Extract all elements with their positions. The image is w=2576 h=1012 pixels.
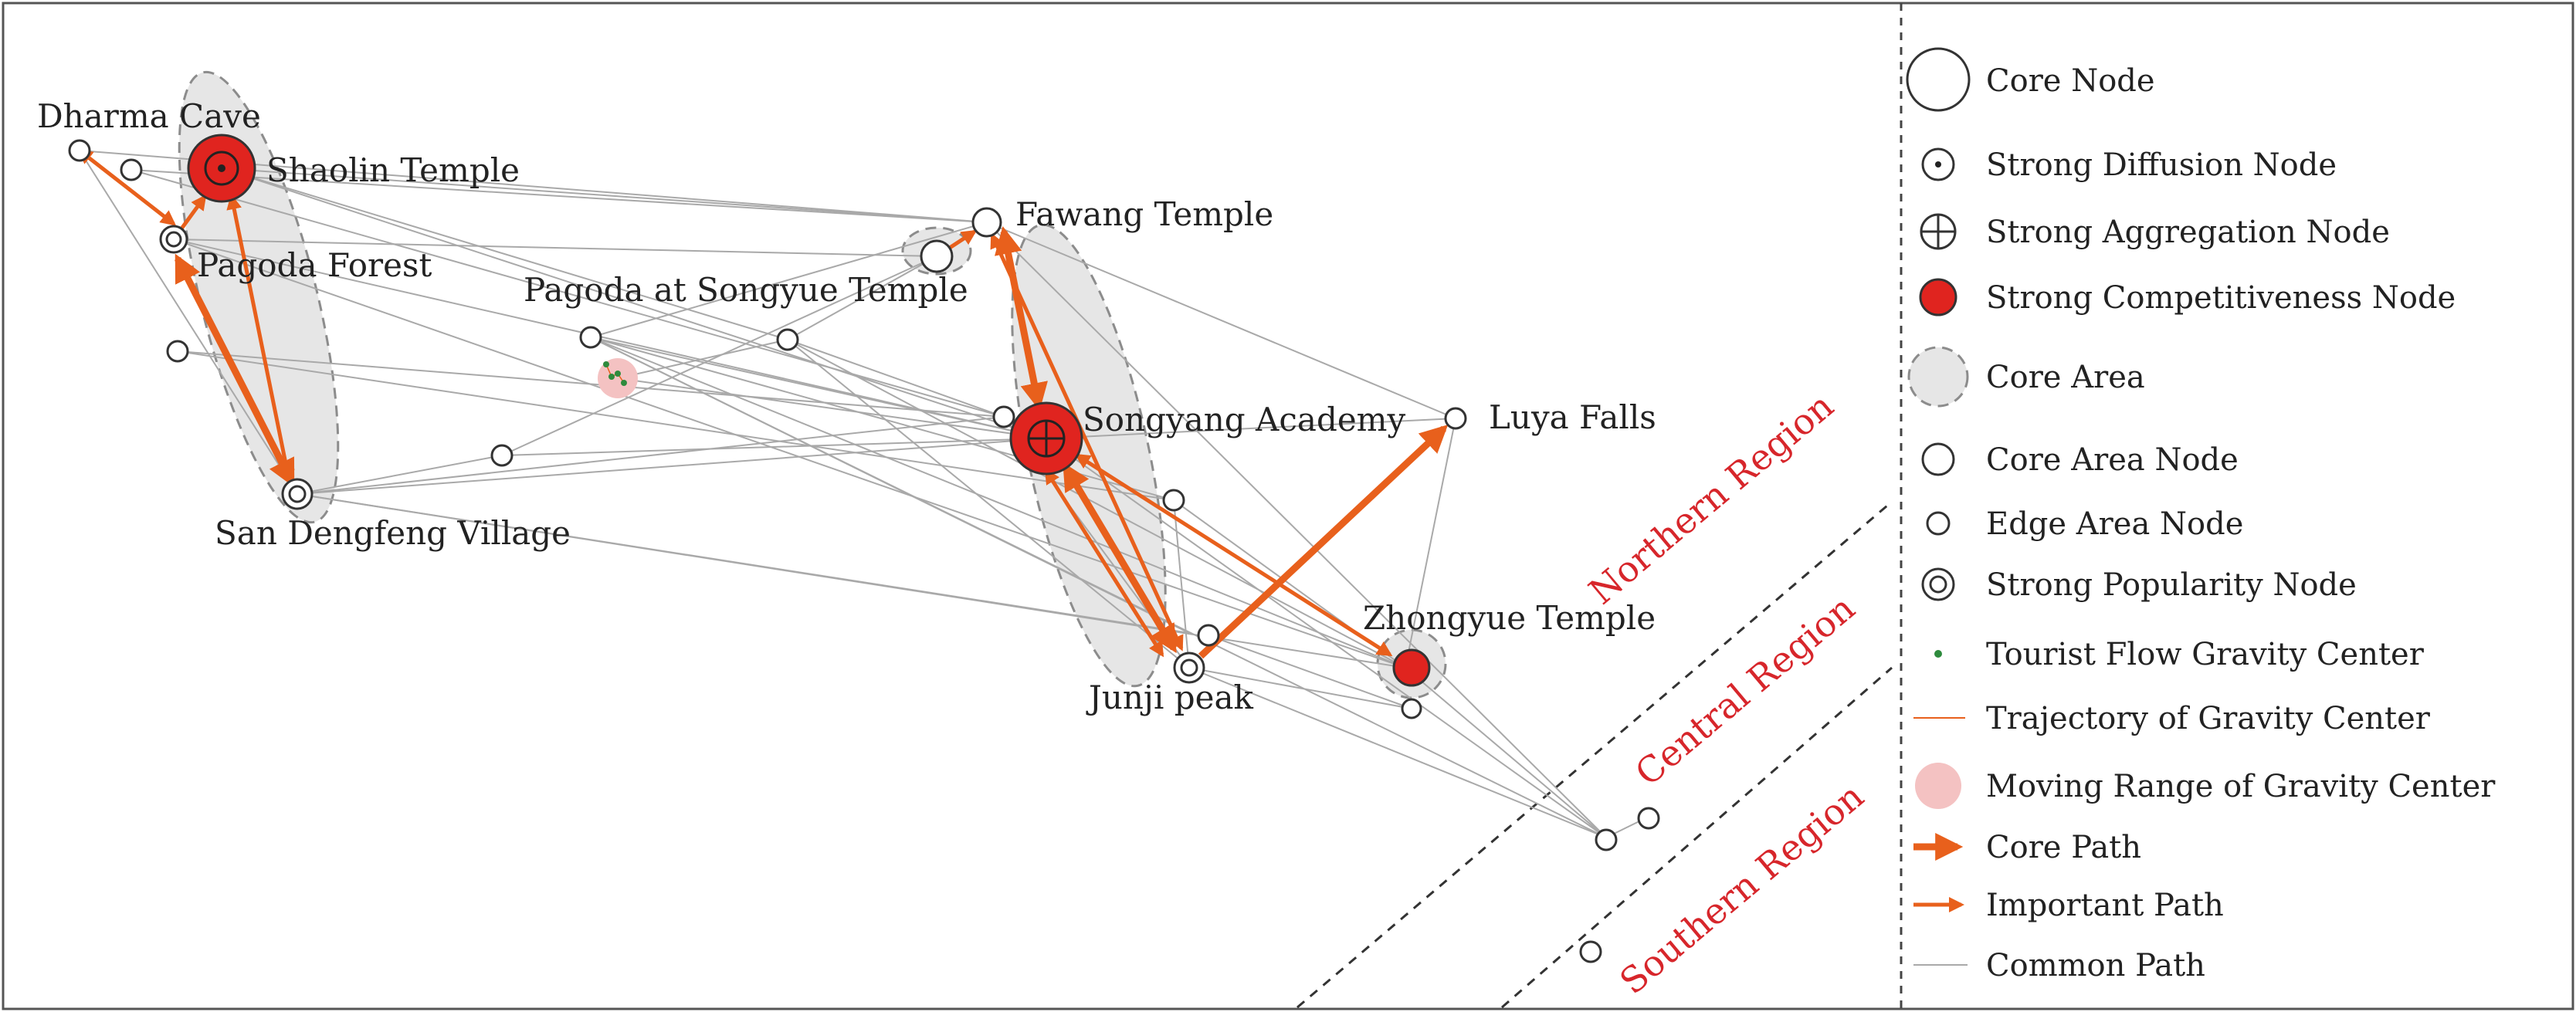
core-path	[1198, 425, 1449, 659]
label-pagoda-at-songyue-temple: Pagoda at Songyue Temple	[524, 271, 968, 309]
legend-edge-area-node: Edge Area Node	[1986, 506, 2243, 542]
important-path	[76, 148, 177, 226]
node-san-dengfeng-village	[281, 478, 314, 510]
label-fawang-temple: Fawang Temple	[1015, 195, 1273, 233]
core-path	[174, 253, 296, 488]
important-path	[1074, 453, 1393, 657]
node-edge	[992, 405, 1015, 428]
node-shaolin-temple	[187, 134, 256, 203]
node-edge	[1595, 828, 1618, 851]
legend-gravity-center-icon	[1934, 650, 1942, 658]
label-zhongyue-temple: Zhongyue Temple	[1363, 599, 1656, 637]
node-zhongyue-temple	[1392, 648, 1431, 687]
node-junji-peak	[1173, 652, 1205, 684]
legend-core-node-icon	[1906, 47, 1971, 112]
node-luya-falls	[1444, 407, 1467, 430]
legend-trajectory: Trajectory of Gravity Center	[1986, 701, 2431, 736]
legend-edge-area-node-icon	[1926, 511, 1951, 536]
label-pagoda-forest: Pagoda Forest	[197, 246, 432, 284]
legend-core-area-node: Core Area Node	[1986, 442, 2239, 478]
legend-core-node: Core Node	[1986, 63, 2155, 99]
node-labels: Dharma Cave Shaolin Temple Pagoda Forest…	[37, 97, 1656, 716]
node-pagoda-at-songyue-temple	[579, 326, 602, 349]
region-boundary-central-south	[1501, 666, 1893, 1009]
legend-common-path: Common Path	[1986, 948, 2205, 983]
node-edge	[120, 158, 143, 181]
node-core-area	[920, 239, 954, 273]
node-edge	[166, 340, 189, 363]
node-edge	[776, 328, 799, 351]
legend-gravity-center: Tourist Flow Gravity Center	[1986, 637, 2425, 672]
node-edge	[1162, 489, 1185, 512]
gravity-center-point	[603, 361, 609, 367]
legend-strong-popularity: Strong Popularity Node	[1986, 567, 2357, 603]
node-dharma-cave	[68, 139, 91, 162]
legend-core-area-icon	[1907, 346, 1969, 408]
label-san-dengfeng-village: San Dengfeng Village	[215, 514, 571, 552]
label-junji-peak: Junji peak	[1086, 679, 1254, 716]
node-edge	[1401, 698, 1422, 719]
legend-strong-popularity-icon	[1921, 567, 1955, 601]
label-dharma-cave: Dharma Cave	[37, 97, 261, 135]
region-boundary-north-central	[1296, 500, 1893, 1009]
legend-important-path: Important Path	[1986, 888, 2224, 923]
label-luya-falls: Luya Falls	[1489, 398, 1656, 436]
strong-paths	[76, 148, 1449, 659]
nodes	[68, 134, 1660, 963]
node-pagoda-forest	[159, 225, 188, 254]
label-shaolin-temple: Shaolin Temple	[266, 151, 520, 189]
legend: Core Node Strong Diffusion Node Strong A…	[1906, 47, 2496, 983]
legend-strong-aggregation: Strong Aggregation Node	[1986, 215, 2390, 250]
legend-core-area: Core Area	[1986, 360, 2145, 395]
node-edge	[1197, 624, 1220, 647]
node-edge	[1579, 940, 1602, 963]
gravity-center-point	[615, 371, 621, 377]
node-fawang-temple	[971, 207, 1002, 238]
region-label-central: Central Region	[1627, 587, 1863, 794]
legend-strong-aggregation-icon	[1920, 213, 1957, 250]
legend-strong-diffusion: Strong Diffusion Node	[1986, 147, 2337, 183]
legend-core-path: Core Path	[1986, 830, 2141, 865]
label-songyang-academy: Songyang Academy	[1083, 401, 1406, 438]
node-edge	[490, 444, 514, 467]
legend-moving-range: Moving Range of Gravity Center	[1986, 769, 2496, 804]
legend-strong-competitiveness-icon	[1919, 278, 1957, 316]
legend-strong-diffusion-icon	[1921, 147, 1955, 181]
gravity-center-trajectory	[605, 364, 625, 384]
legend-strong-competitiveness: Strong Competitiveness Node	[1986, 280, 2456, 316]
gravity-center-point	[608, 374, 615, 380]
legend-core-area-node-icon	[1921, 442, 1955, 476]
gravity-center-point	[621, 380, 627, 386]
legend-moving-range-icon	[1915, 763, 1961, 809]
node-songyang-academy	[1009, 401, 1083, 476]
gravity-center-group	[598, 358, 638, 398]
node-edge	[1637, 807, 1660, 830]
